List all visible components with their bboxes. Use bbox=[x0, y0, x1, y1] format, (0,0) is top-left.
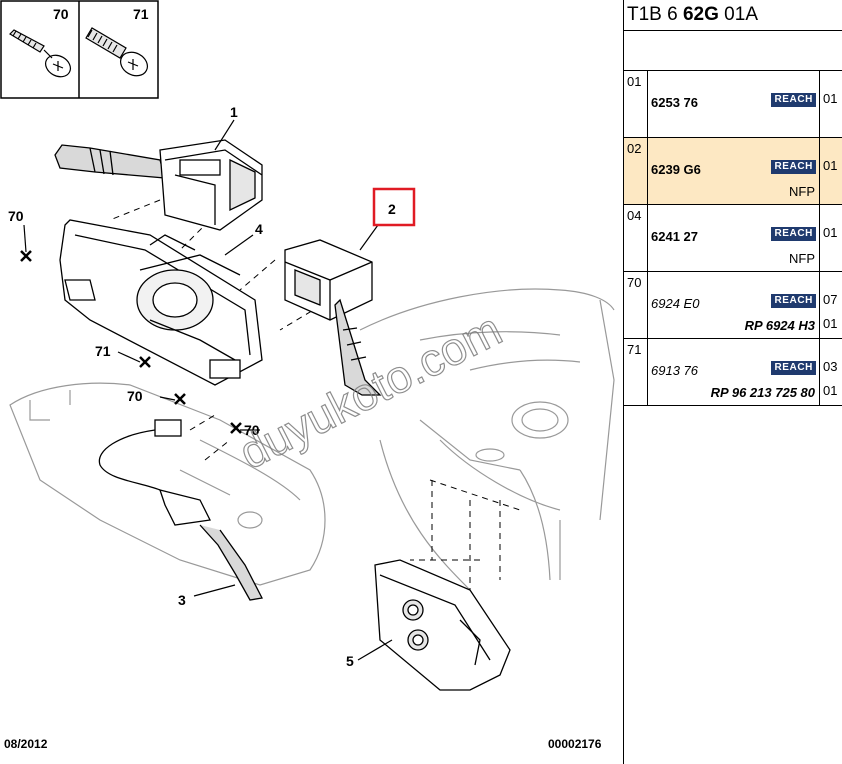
part-qty-cell: 01 bbox=[819, 71, 842, 137]
callout-3: 3 bbox=[178, 592, 186, 608]
part-qty-cell: 03 01 bbox=[819, 339, 842, 405]
part-3-lever-harness bbox=[98, 419, 263, 601]
part-note: NFP bbox=[789, 251, 815, 266]
part-reference[interactable]: 6924 E0 bbox=[651, 296, 700, 311]
part-index: 02 bbox=[624, 138, 648, 204]
watermark: duyukoto.com bbox=[231, 303, 510, 479]
part-1-stalk-switch bbox=[54, 139, 263, 231]
part-qty: 01 bbox=[823, 225, 838, 240]
part-index: 70 bbox=[624, 272, 648, 338]
part-qty-cell: 07 01 bbox=[819, 272, 842, 338]
callout-70-a: 70 bbox=[8, 208, 24, 224]
reach-badge: REACH bbox=[771, 294, 816, 308]
part-5-control-panel bbox=[374, 559, 511, 691]
part-qty-replacement: 01 bbox=[823, 383, 838, 398]
steering-column-shroud bbox=[9, 382, 326, 586]
reach-badge: REACH bbox=[771, 361, 816, 375]
footer-code: 00002176 bbox=[548, 737, 602, 751]
part-qty: 01 bbox=[823, 158, 838, 173]
callout-71: 71 bbox=[95, 343, 111, 359]
callout-70-b: 70 bbox=[127, 388, 143, 404]
leader-lines bbox=[23, 119, 393, 661]
panel-blank-row bbox=[624, 31, 842, 71]
footer-date: 08/2012 bbox=[4, 737, 48, 751]
part-row-04[interactable]: 04 6241 27 REACH NFP 01 bbox=[624, 205, 842, 272]
callout-1: 1 bbox=[230, 104, 238, 120]
part-qty: 03 bbox=[823, 359, 838, 374]
reach-badge: REACH bbox=[771, 227, 816, 241]
part-index: 04 bbox=[624, 205, 648, 271]
exploded-parts-diagram: 70 71 bbox=[0, 0, 615, 691]
panel-header: T1B 6 62G 01A bbox=[624, 0, 842, 31]
header-suffix: 01A bbox=[718, 4, 758, 25]
inset-label-70: 70 bbox=[53, 6, 69, 22]
part-reference[interactable]: 6253 76 bbox=[651, 95, 698, 110]
fastener-markers bbox=[20, 250, 242, 434]
part-index: 71 bbox=[624, 339, 648, 405]
part-row-70[interactable]: 70 6924 E0 REACH RP 6924 H3 07 01 bbox=[624, 272, 842, 339]
part-qty-cell: 01 bbox=[819, 205, 842, 271]
part-qty-replacement: 01 bbox=[823, 316, 838, 331]
assembly-lines bbox=[109, 199, 521, 600]
selected-part-highlight bbox=[372, 187, 416, 227]
header-prefix: T1B 6 bbox=[627, 4, 683, 25]
callout-2: 2 bbox=[388, 201, 396, 217]
dashboard-outline bbox=[359, 288, 615, 591]
part-4-bracket bbox=[59, 219, 263, 386]
callout-4: 4 bbox=[255, 221, 263, 237]
callout-5: 5 bbox=[346, 653, 354, 669]
part-reference[interactable]: 6241 27 bbox=[651, 229, 698, 244]
screw-70-icon bbox=[9, 29, 72, 78]
callout-70-c: 70 bbox=[244, 422, 260, 438]
part-reference[interactable]: 6239 G6 bbox=[651, 162, 701, 177]
parts-list-panel: T1B 6 62G 01A 01 6253 76 REACH 01 02 623… bbox=[623, 0, 842, 764]
part-row-71[interactable]: 71 6913 76 REACH RP 96 213 725 80 03 01 bbox=[624, 339, 842, 406]
part-note: NFP bbox=[789, 184, 815, 199]
part-qty: 01 bbox=[823, 91, 838, 106]
header-bold: 62G bbox=[682, 4, 719, 25]
part-qty: 07 bbox=[823, 292, 838, 307]
part-row-01[interactable]: 01 6253 76 REACH 01 bbox=[624, 71, 842, 138]
bolt-71-icon bbox=[85, 27, 148, 77]
part-qty-cell: 01 bbox=[819, 138, 842, 204]
part-replacement: RP 6924 H3 bbox=[744, 318, 815, 333]
part-row-02[interactable]: 02 6239 G6 REACH NFP 01 bbox=[624, 138, 842, 205]
part-reference[interactable]: 6913 76 bbox=[651, 363, 698, 378]
reach-badge: REACH bbox=[771, 160, 816, 174]
part-2-wiper-switch bbox=[284, 239, 382, 396]
fastener-inset: 70 71 bbox=[0, 0, 159, 99]
part-replacement: RP 96 213 725 80 bbox=[710, 385, 815, 400]
inset-label-71: 71 bbox=[133, 6, 149, 22]
part-index: 01 bbox=[624, 71, 648, 137]
reach-badge: REACH bbox=[771, 93, 816, 107]
